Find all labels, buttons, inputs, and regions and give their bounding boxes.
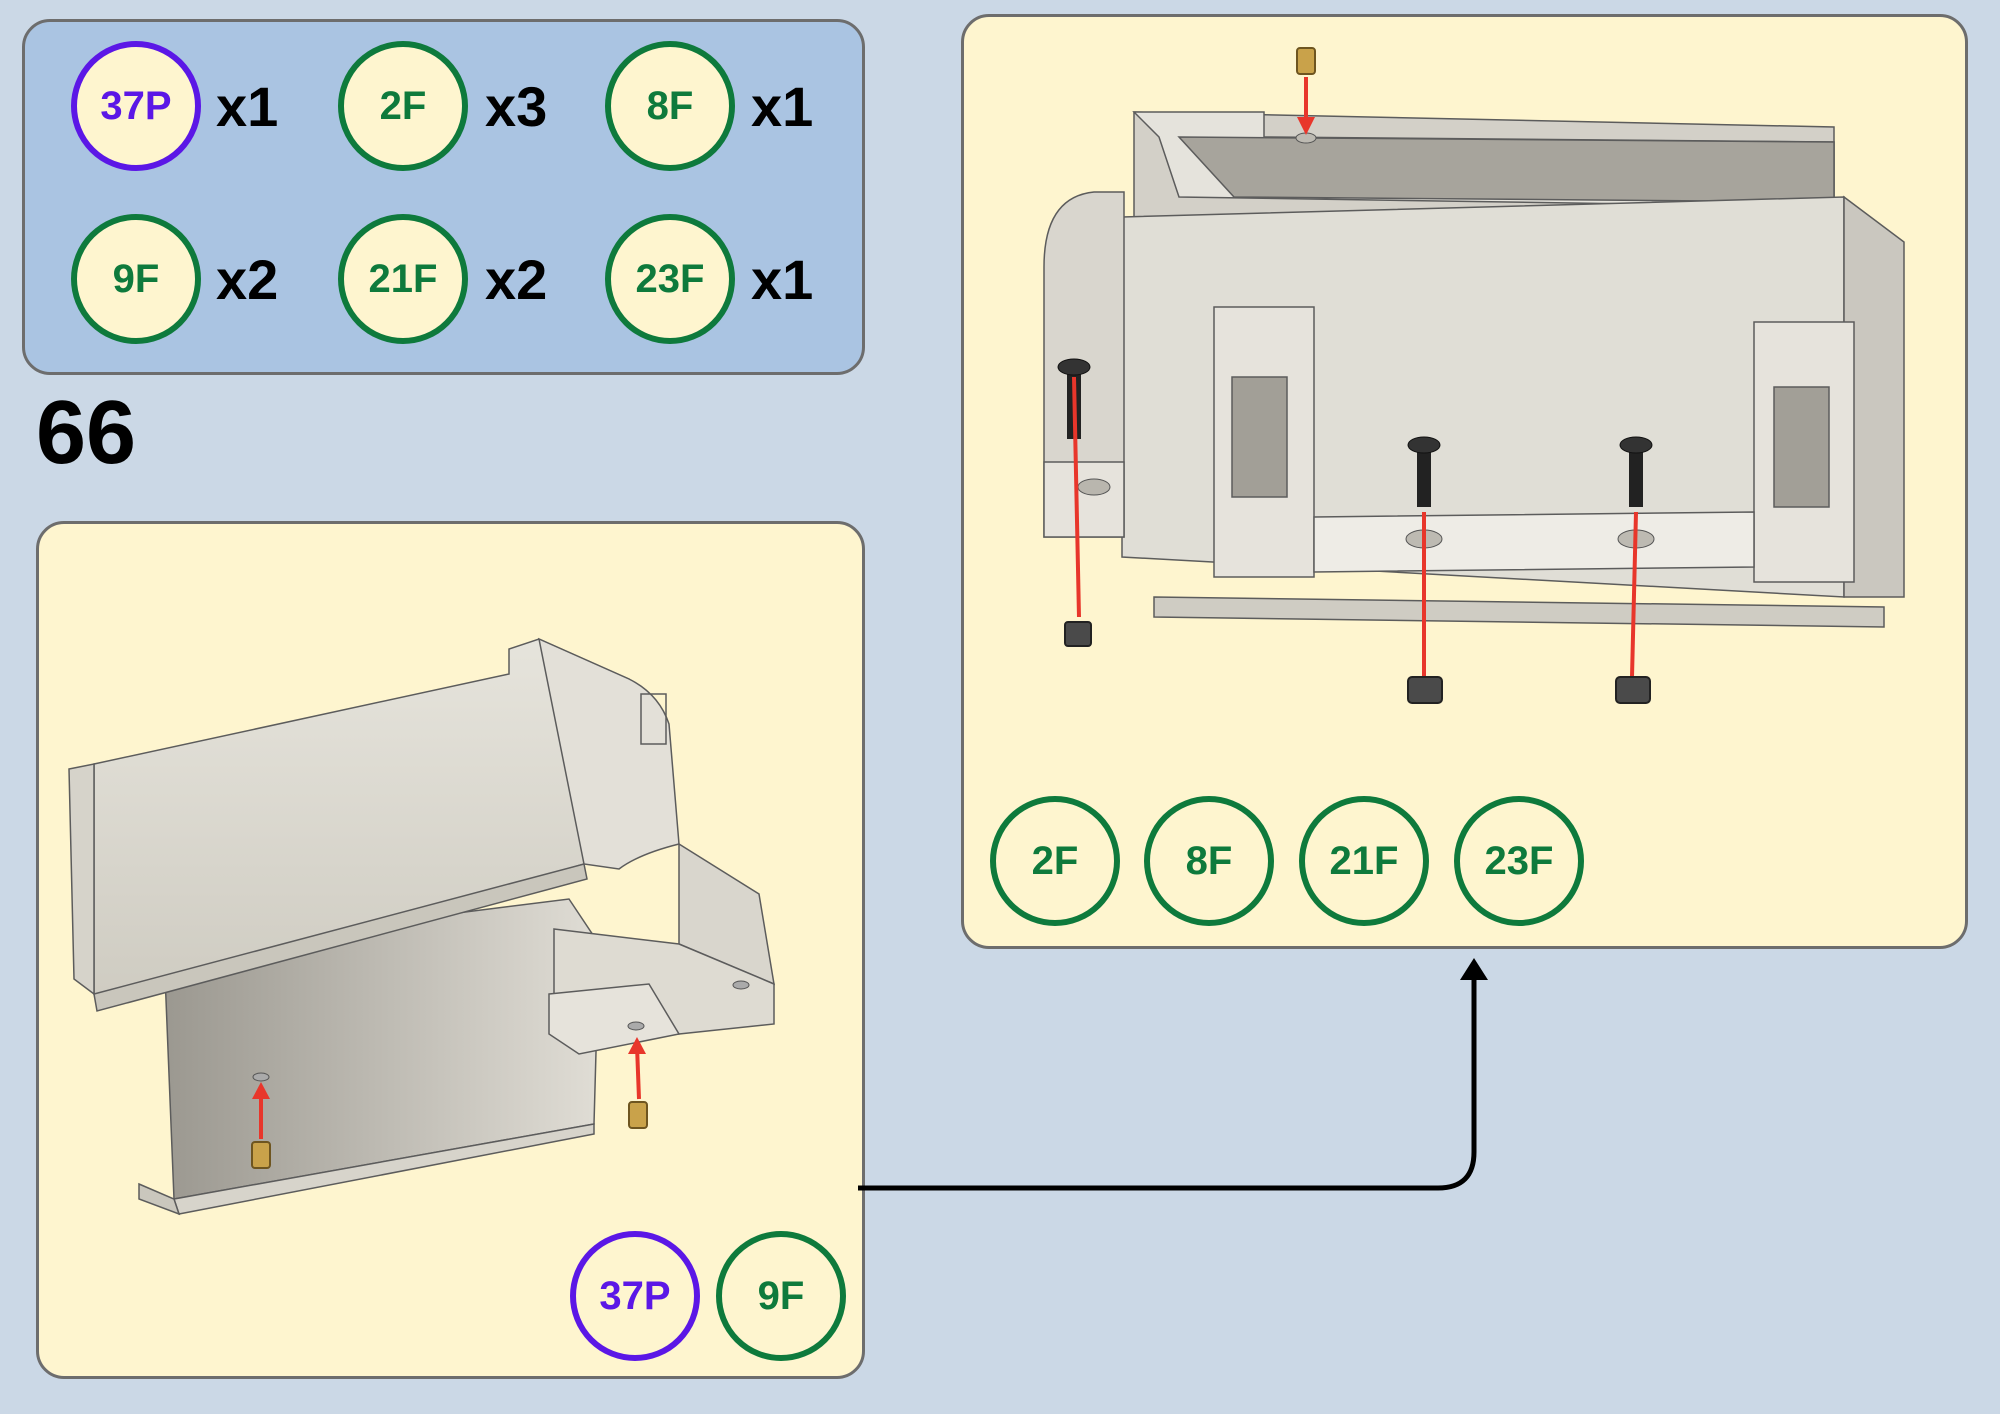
part-illustration-bracket (1043, 47, 1905, 704)
callout-badge-23f: 23F (1454, 796, 1584, 926)
part-quantity: x1 (751, 75, 814, 138)
part-quantity: x1 (216, 75, 279, 138)
part-badge-2f: 2F (338, 41, 468, 171)
callout-badge-21f: 21F (1299, 796, 1429, 926)
part-badge-8f: 8F (605, 41, 735, 171)
step-number: 66 (36, 383, 137, 483)
part-badge-21f: 21F (338, 214, 468, 344)
parts-needed-panel: 37P x1 2F x3 8F x1 9F x2 21F x2 23F x1 (22, 19, 865, 375)
part-quantity: x1 (751, 248, 814, 311)
part-quantity: x3 (485, 75, 548, 138)
part-illustration-housing (68, 637, 775, 1216)
part-badge-9f: 9F (71, 214, 201, 344)
callout-badge-37p: 37P (570, 1231, 700, 1361)
callout-badge-2f: 2F (990, 796, 1120, 926)
part-badge-37p: 37P (71, 41, 201, 171)
step-panel-install-fasteners: 2F 8F 21F 23F (961, 14, 1968, 949)
callout-badge-8f: 8F (1144, 796, 1274, 926)
part-quantity: x2 (485, 248, 548, 311)
part-badge-23f: 23F (605, 214, 735, 344)
callout-badge-9f: 9F (716, 1231, 846, 1361)
part-quantity: x2 (216, 248, 279, 311)
step-panel-insert-inserts: 37P 9F (36, 521, 865, 1379)
